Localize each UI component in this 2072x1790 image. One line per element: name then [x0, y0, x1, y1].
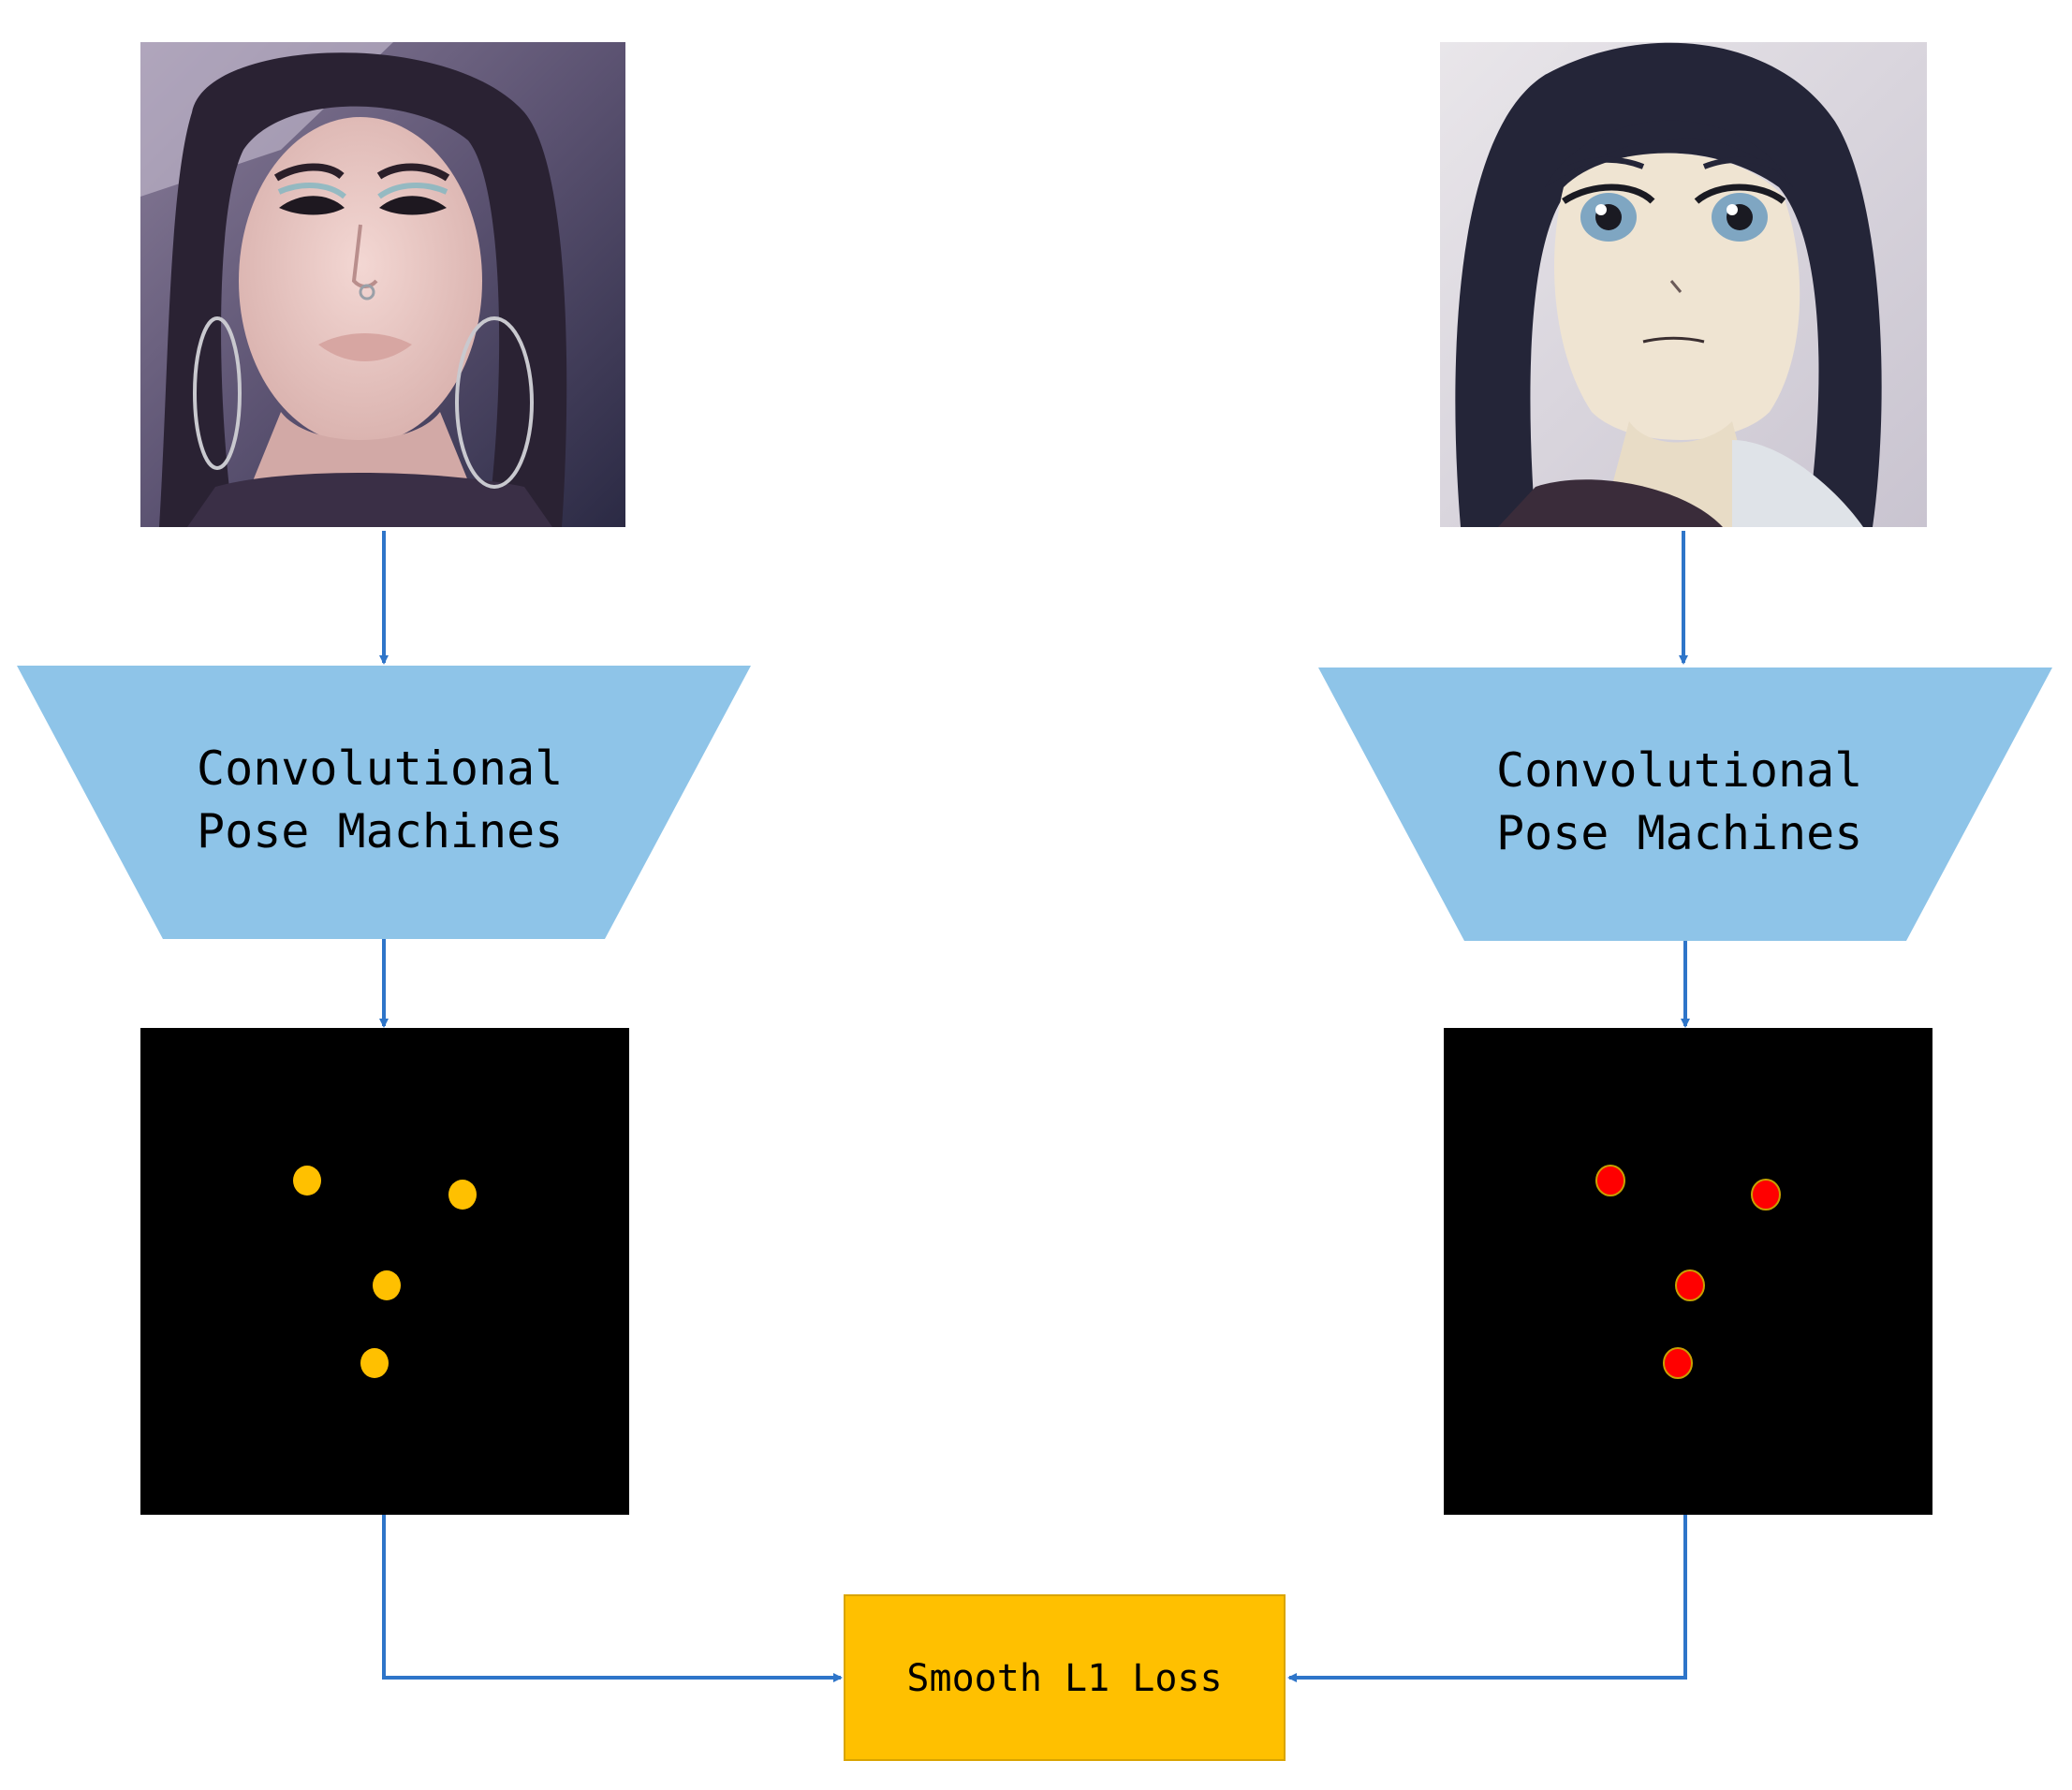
left-keypoint: [360, 1348, 389, 1378]
smooth-l1-loss-block: Smooth L1 Loss: [844, 1594, 1286, 1761]
left-keypoint: [373, 1270, 401, 1300]
right-keypoint: [1675, 1269, 1705, 1301]
right-input-image: [1440, 42, 1927, 528]
left-cpm-label-line1: Convolutional: [197, 741, 563, 796]
loss-label: Smooth L1 Loss: [906, 1657, 1222, 1700]
right-keypoint: [1751, 1179, 1781, 1210]
arrow-right-heatmap-to-loss: [1287, 1514, 1687, 1682]
right-keypoint-map: [1444, 1028, 1932, 1515]
left-cpm-label-line2: Pose Machines: [197, 804, 563, 858]
left-cpm-shape: [17, 666, 751, 939]
right-keypoint: [1663, 1347, 1693, 1379]
left-cpm-block: Convolutional Pose Machines: [17, 666, 751, 939]
right-cpm-label-line2: Pose Machines: [1496, 806, 1862, 860]
right-cpm-block: Convolutional Pose Machines: [1318, 668, 2052, 941]
left-keypoint: [293, 1166, 321, 1196]
left-keypoint: [448, 1180, 477, 1210]
right-cpm-label-line1: Convolutional: [1496, 743, 1862, 798]
right-keypoint: [1595, 1165, 1625, 1196]
arrow-left-heatmap-to-loss: [382, 1514, 843, 1682]
right-cpm-shape: [1318, 668, 2052, 941]
loss-box: [844, 1594, 1286, 1761]
left-input-image: [140, 42, 625, 527]
connector-arrows: [379, 531, 1690, 1682]
left-keypoint-map: [140, 1028, 629, 1515]
